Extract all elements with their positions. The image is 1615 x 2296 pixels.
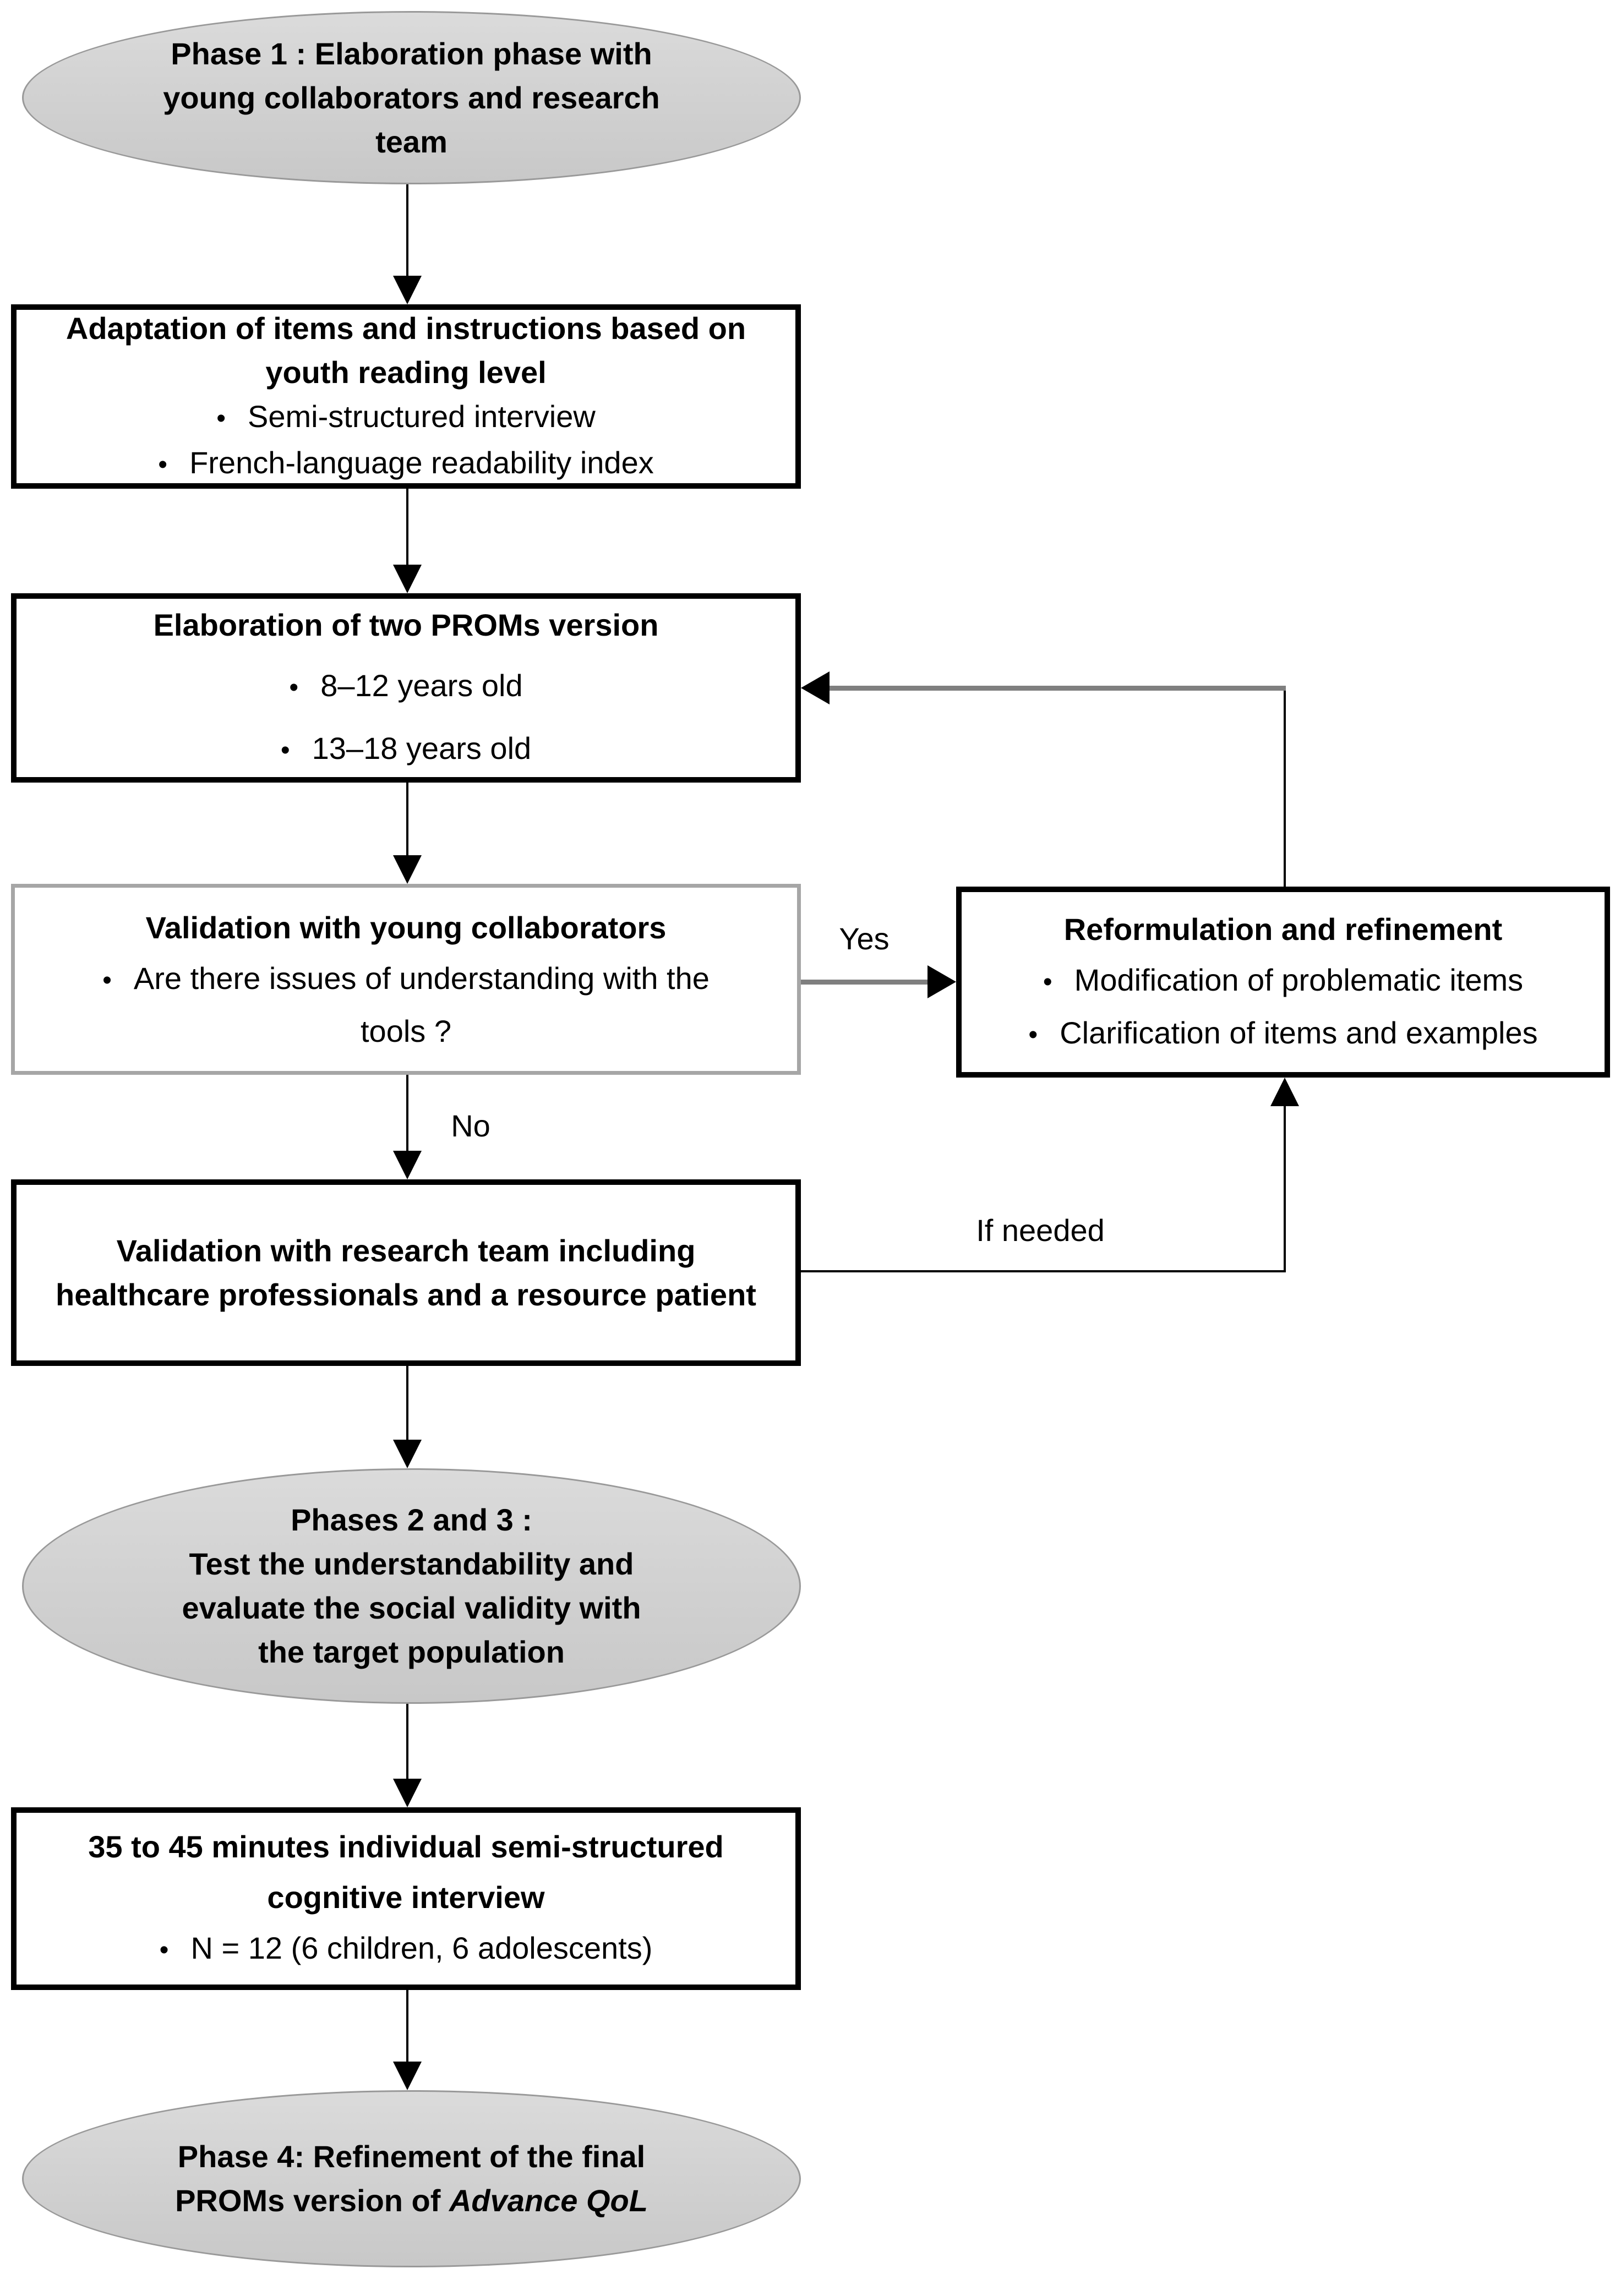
connector-loopback-horizontal [830, 686, 1286, 691]
arrowhead-loopback-to-proms [801, 671, 830, 704]
validation-young-bullet1: • Are there issues of understanding with … [102, 956, 710, 1003]
arrowhead-phase1-to-adaptation [393, 276, 422, 304]
label-if-needed: If needed [976, 1213, 1105, 1248]
arrowhead-yes-to-reformulation [927, 965, 956, 998]
connector-phase1-to-adaptation-line [406, 184, 408, 278]
proms-bullet1-text: 8–12 years old [320, 668, 523, 703]
connector-yes-line [801, 980, 927, 985]
adaptation-bullet2: • French-language readability index [158, 441, 653, 487]
adaptation-bullet1-text: Semi-structured interview [248, 398, 596, 434]
proms-bullet2: • 13–18 years old [281, 726, 531, 773]
reformulation-bullet1: • Modification of problematic items [1043, 958, 1523, 1004]
validation-team-line2: healthcare professionals and a resource … [56, 1277, 756, 1312]
bullet-icon: • [216, 403, 226, 433]
connector-proms-to-validation-young-line [406, 783, 408, 857]
arrowhead-validation-team-to-phases23 [393, 1440, 422, 1468]
reformulation-bullet1-text: Modification of problematic items [1074, 962, 1524, 997]
connector-loopback-vertical [1284, 688, 1286, 887]
phase4-line2-prefix: PROMs version of [175, 2183, 449, 2218]
node-validation-team-box: Validation with research team including … [11, 1179, 801, 1366]
proms-title: Elaboration of two PROMs version [153, 608, 659, 642]
arrowhead-phases23-to-interview [393, 1779, 422, 1807]
node-validation-young-box: Validation with young collaborators • Are… [11, 884, 801, 1075]
arrowhead-adaptation-to-proms [393, 565, 422, 593]
connector-if-needed-vertical [1284, 1106, 1286, 1272]
validation-young-title: Validation with young collaborators [145, 910, 667, 945]
connector-interview-to-phase4-line [406, 1990, 408, 2064]
phase4-line1: Phase 4: Refinement of the final [177, 2139, 646, 2174]
node-phases23-ellipse: Phases 2 and 3 : Test the understandabil… [22, 1468, 801, 1704]
node-adaptation-box: Adaptation of items and instructions bas… [11, 304, 801, 489]
adaptation-bullet1: • Semi-structured interview [216, 395, 596, 441]
connector-if-needed-horizontal [801, 1270, 1286, 1272]
phase4-line2-italic: Advance QoL [449, 2183, 648, 2218]
proms-bullet2-text: 13–18 years old [312, 731, 532, 766]
arrowhead-proms-to-validation-young [393, 855, 422, 884]
reformulation-title: Reformulation and refinement [1063, 911, 1503, 947]
phase1-line3: team [375, 124, 448, 159]
bullet-icon: • [158, 450, 168, 479]
interview-bullet1-text: N = 12 (6 children, 6 adolescents) [190, 1931, 653, 1965]
connector-phases23-to-interview-line [406, 1704, 408, 1781]
arrowhead-no-to-validation-team [393, 1151, 422, 1179]
bullet-icon: • [102, 965, 112, 995]
reformulation-bullet2: • Clarification of items and examples [1028, 1011, 1537, 1057]
validation-young-bullet1-text: Are there issues of understanding with t… [133, 960, 710, 996]
connector-validation-team-to-phases23-line [406, 1366, 408, 1442]
phase4-line2: PROMs version of Advance QoL [175, 2179, 648, 2223]
phases23-line4: the target population [258, 1634, 565, 1669]
validation-young-bullet1-cont: tools ? [361, 1013, 451, 1048]
arrowhead-interview-to-phase4 [393, 2062, 422, 2090]
phases23-line3: evaluate the social validity with [182, 1590, 641, 1625]
phases23-line2: Test the understandability and [189, 1546, 634, 1581]
interview-title-line2: cognitive interview [267, 1880, 545, 1915]
label-no: No [451, 1108, 490, 1143]
node-interview-box: 35 to 45 minutes individual semi-structu… [11, 1807, 801, 1990]
validation-team-line1: Validation with research team including [116, 1233, 696, 1268]
node-phase4-ellipse: Phase 4: Refinement of the final PROMs v… [22, 2090, 801, 2267]
phases23-line1: Phases 2 and 3 : [291, 1502, 532, 1537]
node-reformulation-box: Reformulation and refinement • Modificati… [956, 887, 1610, 1078]
bullet-icon: • [280, 736, 290, 765]
adaptation-title-line2: youth reading level [265, 354, 547, 390]
proms-bullet1: • 8–12 years old [289, 664, 522, 710]
connector-no-line [406, 1075, 408, 1153]
reformulation-bullet2-text: Clarification of items and examples [1060, 1015, 1538, 1050]
bullet-icon: • [1028, 1020, 1038, 1049]
bullet-icon: • [159, 1936, 169, 1965]
node-proms-box: Elaboration of two PROMs version • 8–12 y… [11, 593, 801, 783]
arrowhead-if-needed-to-reformulation [1270, 1078, 1299, 1106]
adaptation-bullet2-text: French-language readability index [189, 445, 654, 480]
connector-adaptation-to-proms-line [406, 489, 408, 567]
bullet-icon: • [289, 673, 299, 702]
bullet-icon: • [1043, 967, 1052, 997]
adaptation-title-line1: Adaptation of items and instructions bas… [66, 310, 746, 346]
interview-bullet1: • N = 12 (6 children, 6 adolescents) [160, 1926, 653, 1972]
phase1-line2: young collaborators and research [163, 80, 660, 115]
interview-title-line1: 35 to 45 minutes individual semi-structu… [88, 1829, 724, 1864]
phase1-line1: Phase 1 : Elaboration phase with [171, 36, 652, 71]
node-phase1-ellipse: Phase 1 : Elaboration phase with young c… [22, 11, 801, 184]
label-yes: Yes [839, 921, 890, 956]
